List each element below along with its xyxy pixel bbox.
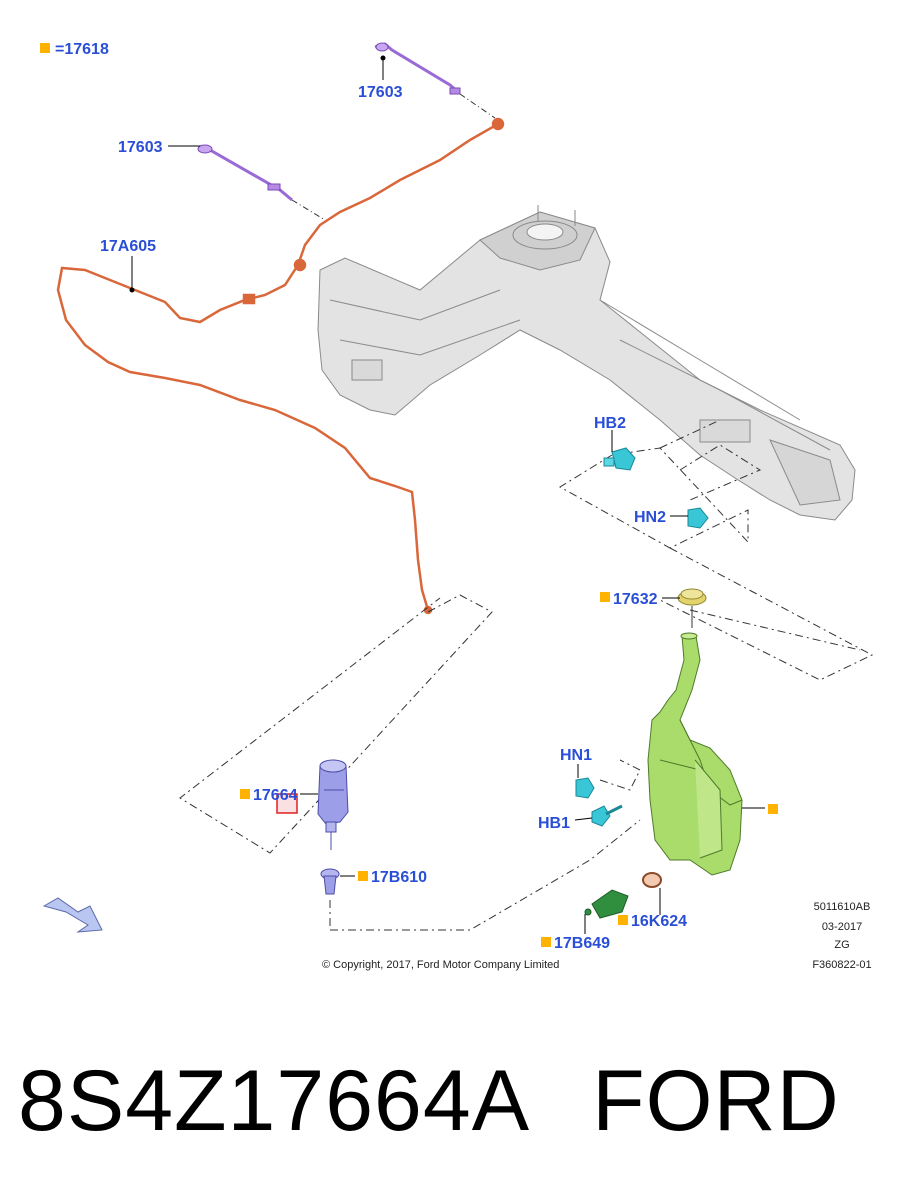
marker-17b649: [541, 937, 551, 947]
part-number: 8S4Z17664A: [18, 1053, 531, 1149]
legend-marker: [40, 43, 50, 53]
body-frame: [317, 205, 856, 521]
selected-part-highlight: [276, 793, 298, 814]
pump-grommet: [320, 868, 340, 895]
info-line-4: F360822-01: [812, 959, 871, 971]
washer-pump: [317, 759, 349, 850]
washer-nozzle-top: [374, 42, 496, 119]
label-17b610: 17B610: [371, 869, 427, 886]
product-caption: 8S4Z17664A FORD: [18, 1052, 898, 1151]
info-line-1: 5011610AB: [814, 901, 871, 913]
vehicle-direction-arrow-icon: [42, 897, 103, 933]
info-line-2: 03-2017: [822, 921, 862, 933]
legend-text: =17618: [55, 41, 109, 58]
label-17632: 17632: [613, 591, 658, 608]
label-17603-left: 17603: [118, 139, 163, 156]
label-17664: 17664: [253, 787, 298, 804]
label-16k624: 16K624: [631, 913, 687, 930]
label-hb2: HB2: [594, 415, 626, 432]
nut-hn2: [687, 507, 709, 529]
copyright: © Copyright, 2017, Ford Motor Company Li…: [322, 959, 559, 971]
washer-reservoir: [647, 632, 743, 876]
parts-diagram: =17618 17603 17603: [40, 41, 874, 971]
label-hn1: HN1: [560, 747, 592, 764]
washer-hose: [56, 117, 505, 615]
level-sensor-seal: [642, 872, 662, 888]
washer-nozzle-left: [197, 144, 326, 221]
nut-hn1: [575, 777, 595, 799]
label-17a605: 17A605: [100, 238, 156, 255]
marker-reservoir: [768, 804, 778, 814]
label-hb1: HB1: [538, 815, 570, 832]
label-hn2: HN2: [634, 509, 666, 526]
marker-16k624: [618, 915, 628, 925]
level-sensor: [584, 889, 629, 919]
brand-name: FORD: [592, 1053, 840, 1149]
marker-17b610: [358, 871, 368, 881]
info-line-3: ZG: [834, 939, 849, 951]
marker-17632: [600, 592, 610, 602]
leader-line: [574, 817, 593, 821]
filler-cap: [677, 588, 707, 628]
bolt-hb1: [591, 804, 623, 827]
label-17b649: 17B649: [554, 935, 610, 952]
marker-17664: [240, 789, 250, 799]
assembly-lines: [179, 419, 874, 931]
label-17603-top: 17603: [358, 84, 403, 101]
clip-hb2: [603, 447, 636, 471]
